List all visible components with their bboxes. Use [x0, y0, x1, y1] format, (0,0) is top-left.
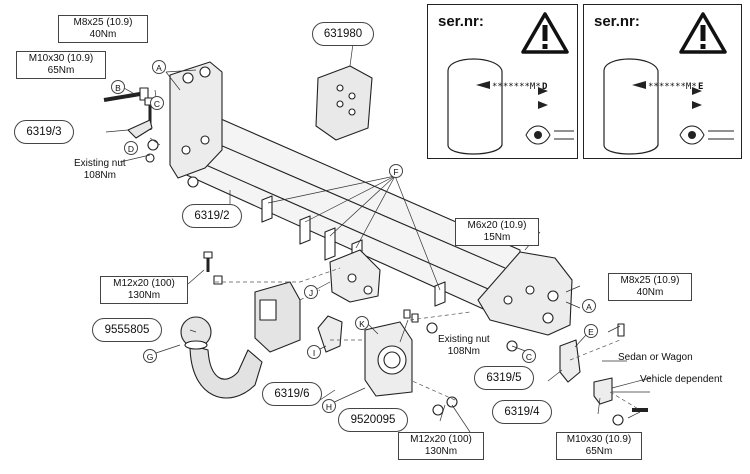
tow-ball-neck	[189, 344, 263, 399]
callout-i: I	[307, 345, 321, 359]
bracket-6319-4	[593, 377, 613, 405]
bolt-spec: M12x20 (100)	[113, 278, 175, 289]
callout-e: E	[584, 324, 598, 338]
torque-value: 15Nm	[483, 232, 511, 243]
serial-code: *******M*	[492, 82, 541, 92]
serial-suffix: D	[542, 82, 548, 92]
callout-j: J	[304, 285, 318, 299]
plate-outline	[447, 58, 574, 155]
torque-value: 65Nm	[47, 65, 75, 76]
note-text: Existing nut	[438, 334, 490, 345]
torque-spec-m12-bottom: M12x20 (100) 130Nm	[398, 432, 484, 460]
part-label-9520095: 9520095	[338, 408, 408, 432]
bolt-spec: M8x25 (10.9)	[620, 275, 680, 286]
bolt-spec: M10x30 (10.9)	[566, 434, 632, 445]
bolt-spec: M8x25 (10.9)	[73, 17, 133, 28]
serial-panel-d: ser.nr: *******M* D	[427, 4, 578, 159]
callout-a-right: A	[582, 299, 596, 313]
torque-spec-m8-top: M8x25 (10.9) 40Nm	[58, 15, 148, 43]
plate-outline	[603, 58, 734, 155]
part-label-6319-6: 6319/6	[262, 382, 322, 406]
part-label-6319-4: 6319/4	[492, 400, 552, 424]
torque-value: 130Nm	[424, 446, 458, 457]
callout-d: D	[124, 141, 138, 155]
note-torque: 108Nm	[447, 346, 480, 357]
torque-value: 65Nm	[585, 446, 613, 457]
torque-value: 40Nm	[636, 287, 664, 298]
callout-k: K	[355, 316, 369, 330]
ecu-module	[315, 65, 373, 141]
callout-h: H	[322, 399, 336, 413]
warning-icon	[679, 12, 727, 54]
part-label-631980: 631980	[312, 22, 374, 46]
part-label-6319-3: 6319/3	[14, 120, 74, 144]
bracket-6319-3	[127, 119, 153, 139]
existing-nut-note-top: Existing nut 108Nm	[74, 158, 126, 182]
note-text: Existing nut	[74, 158, 126, 169]
callout-c-left: C	[150, 96, 164, 110]
torque-value: 130Nm	[127, 290, 161, 301]
part-label-6319-5: 6319/5	[474, 366, 534, 390]
sedan-or-wagon-note: Sedan or Wagon	[618, 352, 693, 363]
torque-spec-m10-bottom: M10x30 (10.9) 65Nm	[556, 432, 642, 460]
vehicle-dependent-note: Vehicle dependent	[640, 374, 723, 385]
existing-nut-note-mid: Existing nut 108Nm	[438, 334, 490, 358]
torque-spec-m10-top: M10x30 (10.9) 65Nm	[16, 51, 106, 79]
bolt-spec: M12x20 (100)	[410, 434, 472, 445]
callout-c-right: C	[522, 349, 536, 363]
torque-spec-m12-left: M12x20 (100) 130Nm	[100, 276, 188, 304]
callout-f: F	[389, 164, 403, 178]
serial-code: *******M*	[648, 82, 697, 92]
part-label-6319-2: 6319/2	[182, 204, 242, 228]
serial-title: ser.nr:	[594, 13, 640, 30]
serial-title: ser.nr:	[438, 13, 484, 30]
bolt-spec: M10x30 (10.9)	[28, 53, 94, 64]
serial-suffix: E	[698, 82, 704, 92]
note-torque: 108Nm	[83, 170, 116, 181]
bracket-6319-6	[317, 315, 343, 353]
torque-spec-m6: M6x20 (10.9) 15Nm	[455, 218, 539, 246]
torque-spec-m8-right: M8x25 (10.9) 40Nm	[608, 273, 692, 301]
bracket-6319-5	[559, 339, 581, 383]
callout-g: G	[143, 349, 157, 363]
warning-icon	[521, 12, 569, 54]
torque-value: 40Nm	[89, 29, 117, 40]
bolt-spec: M6x20 (10.9)	[467, 220, 527, 231]
serial-panel-e: ser.nr: *******M* E	[583, 4, 742, 159]
part-label-9555805: 9555805	[92, 318, 162, 342]
callout-b: B	[111, 80, 125, 94]
callout-a-left: A	[152, 60, 166, 74]
